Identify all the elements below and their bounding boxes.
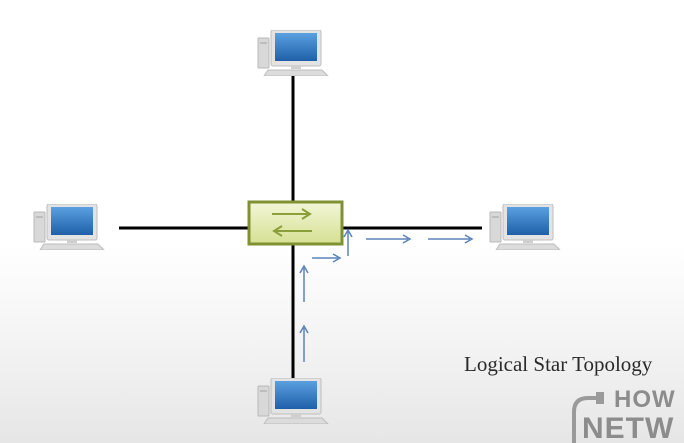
arrow-right-1: [312, 253, 342, 263]
logo-text-line1: HOW: [614, 386, 676, 413]
computer-icon-top: [257, 30, 329, 76]
computer-icon-bottom: [257, 378, 329, 424]
logo-graphic: [572, 392, 604, 443]
arrow-right-2: [366, 234, 412, 244]
logo: HOW NETW: [568, 384, 684, 443]
arrow-up-3: [343, 228, 353, 256]
arrow-right-3: [428, 234, 474, 244]
traffic-arrows: [299, 228, 474, 362]
logo-text-line2: NETW: [582, 412, 675, 443]
arrow-up-1: [299, 324, 309, 362]
switch-icon: [247, 200, 344, 246]
diagram-title: Logical Star Topology: [464, 352, 653, 376]
computer-icon-left: [33, 204, 105, 250]
computer-icon-right: [489, 204, 561, 250]
arrow-up-2: [299, 264, 309, 302]
